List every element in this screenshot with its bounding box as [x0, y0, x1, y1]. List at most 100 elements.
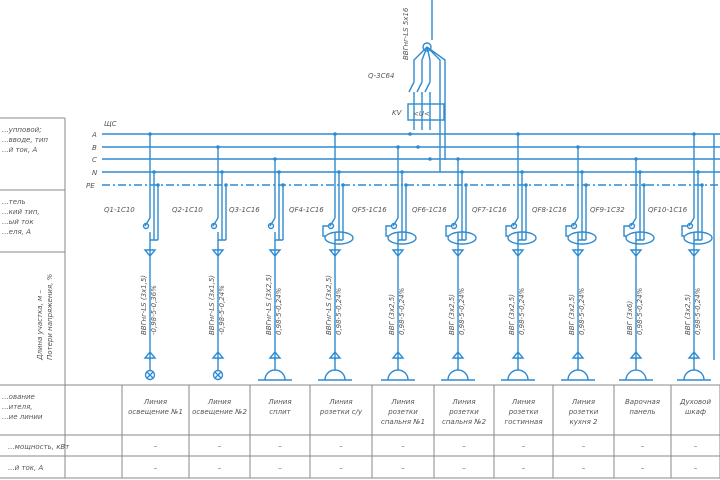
junction-dot	[696, 170, 700, 174]
junction-dot	[584, 183, 588, 187]
rcd-link	[505, 225, 512, 237]
cable-loss-label: 0,98-5-0,24%	[458, 287, 466, 335]
power-value: –	[339, 442, 343, 450]
left-label: ...ый ток	[2, 218, 34, 226]
consumer-name: Линия	[511, 398, 535, 406]
breaker-trip-icon	[267, 222, 275, 230]
current-value: –	[522, 464, 526, 472]
power-value: –	[401, 442, 405, 450]
breaker-contact	[416, 81, 423, 93]
lamp-cross	[146, 371, 154, 379]
breaker-label: QF6-1С16	[412, 206, 447, 214]
rcd-link	[565, 225, 572, 237]
phase-label: A	[91, 131, 97, 139]
junction-dot	[416, 145, 420, 149]
left-label: ...ование	[2, 393, 35, 401]
breaker-label: Q2-1С10	[172, 206, 203, 214]
junction-dot	[337, 170, 341, 174]
junction-dot	[273, 157, 277, 161]
breaker-label: QF7-1С16	[472, 206, 507, 214]
feed-n-pe	[426, 46, 446, 172]
consumer-name: спальня №2	[442, 418, 487, 426]
left-label: ...вводе, тип	[2, 136, 48, 144]
busbar-title: ЩС	[104, 120, 117, 128]
cable-label: ВВГ (3х2,5)	[684, 294, 692, 335]
junction-dot	[634, 157, 638, 161]
relay-label: KV	[392, 109, 403, 117]
junction-dot	[428, 157, 432, 161]
consumer-name: Линия	[267, 398, 291, 406]
branch-1	[142, 132, 160, 381]
power-value: –	[218, 442, 222, 450]
consumer-name: панель	[629, 408, 655, 416]
socket-icon	[441, 358, 475, 381]
feed-breaker-label: Q-3С64	[368, 72, 394, 80]
current-value: –	[641, 464, 645, 472]
consumer-name: Варочная	[625, 398, 660, 406]
breaker-contact	[408, 81, 415, 93]
branch-9	[619, 157, 655, 381]
rcd-link	[623, 225, 630, 237]
left-label: Длина участка, м –	[36, 289, 44, 361]
junction-dot	[404, 183, 408, 187]
cable-loss-label: 0,98-5-0,24%	[636, 287, 644, 335]
cable-loss-label: 0,98-5-0,24%	[578, 287, 586, 335]
socket-icon	[318, 358, 352, 381]
branch-8	[561, 145, 597, 381]
power-value: –	[462, 442, 466, 450]
current-value: –	[278, 464, 282, 472]
consumer-name: Линия	[451, 398, 475, 406]
left-label: Потери напряжения, %	[46, 273, 54, 360]
feed-phase	[426, 46, 431, 130]
consumer-name: шкаф	[685, 408, 706, 416]
breaker-label: QF10-1С16	[648, 206, 688, 214]
breaker-contact	[424, 81, 431, 93]
socket-icon	[501, 358, 535, 381]
breaker-trip-icon	[210, 222, 218, 230]
consumer-name: спальня №1	[381, 418, 425, 426]
consumer-name: Линия	[390, 398, 414, 406]
breaker-label: Q3-1С16	[229, 206, 260, 214]
rcd-ring-icon	[507, 231, 537, 245]
cable-label: ВВГнг-LS (3х1,5)	[208, 275, 216, 335]
cable-label: ВВГ (3х2,5)	[508, 294, 516, 335]
cable-loss-label: 0,98-5-0,24%	[335, 287, 343, 335]
rcd-link	[681, 225, 688, 237]
current-value: –	[218, 464, 222, 472]
rcd-ring-icon	[447, 231, 477, 245]
junction-dot	[692, 132, 696, 136]
breaker-label: Q1-1С10	[104, 206, 135, 214]
branch-7	[501, 132, 537, 381]
socket-icon	[258, 358, 292, 381]
feed-cable-label: ВВГнг-LS 5х16	[402, 7, 410, 60]
consumer-name: розетки	[508, 408, 539, 416]
left-label: ...й ток, А	[8, 464, 43, 472]
junction-dot	[277, 170, 281, 174]
junction-dot	[700, 183, 704, 187]
left-label: ...мощность, кВт	[8, 443, 70, 451]
lamp-icon	[212, 369, 224, 381]
cable-loss-label: 0,98-5-0,24%	[398, 287, 406, 335]
rcd-link	[322, 225, 329, 237]
cable-label: ВВГнг-LS (3х1,5)	[140, 275, 148, 335]
cable-loss-label: 0,98-5-0,24%	[518, 287, 526, 335]
junction-dot	[156, 183, 160, 187]
breaker-label: QF8-1С16	[532, 206, 567, 214]
branch-2	[210, 145, 228, 381]
branch-5	[381, 145, 417, 381]
branch-3	[258, 157, 292, 381]
junction-dot	[460, 170, 464, 174]
consumer-name: освещение №1	[128, 408, 183, 416]
voltage-relay	[407, 103, 445, 121]
cable-loss-label: -0,98-5-0,24%	[218, 285, 226, 335]
rcd-ring-icon	[625, 231, 655, 245]
rcd-link	[385, 225, 392, 237]
breaker-label: QF9-1С32	[590, 206, 625, 214]
cable-gland-icon	[422, 42, 432, 52]
cable-label: ВВГнг-LS (3х2,5)	[325, 275, 333, 335]
power-value: –	[582, 442, 586, 450]
socket-icon	[619, 358, 653, 381]
junction-dot	[408, 132, 412, 136]
consumer-name: розетки	[387, 408, 418, 416]
